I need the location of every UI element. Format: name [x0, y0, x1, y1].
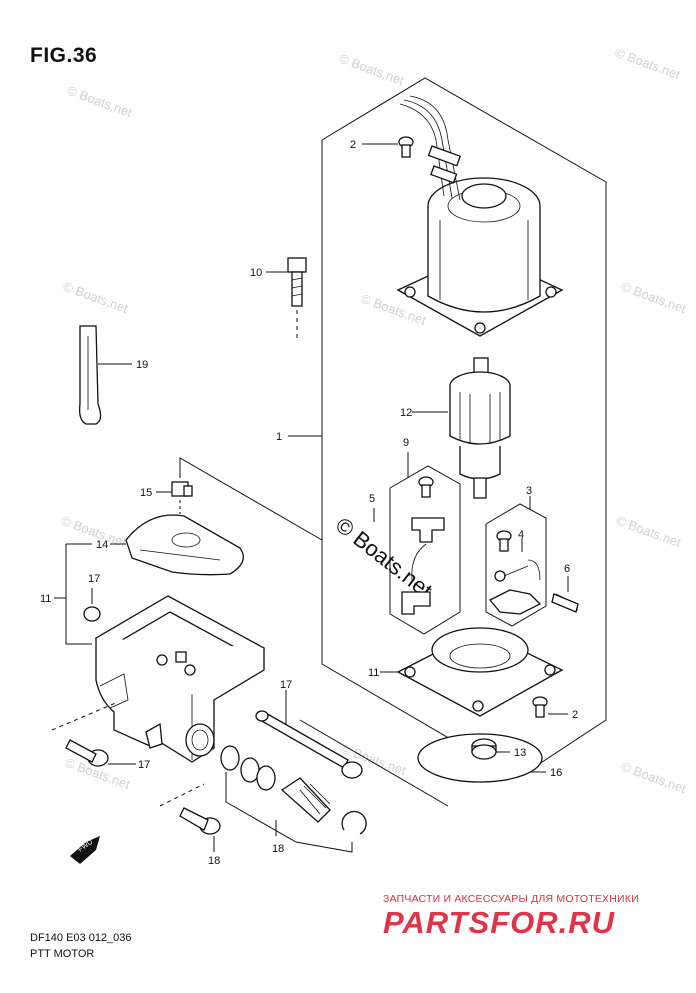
callout-19: 19 [136, 359, 148, 371]
callout-3: 3 [526, 485, 532, 497]
callout-13: 15 [140, 487, 152, 499]
callout-17: 18 [208, 855, 220, 867]
bolt-17-upper [65, 739, 109, 767]
end-cap-7 [396, 627, 564, 717]
spring-5 [551, 593, 579, 613]
bracket-18 [225, 772, 353, 853]
pump-base-11 [94, 595, 266, 763]
callout-10: 10 [250, 267, 262, 279]
figure-title: FIG.36 [30, 44, 98, 67]
callout-4: 4 [518, 529, 524, 541]
callout-8: 12 [400, 407, 412, 419]
bracket-11 [65, 544, 92, 645]
watermark-text: © Boats.net [337, 51, 407, 89]
callout-16: 17 [280, 679, 292, 691]
assembly-bracket-lower [179, 457, 323, 541]
armature-8 [449, 357, 511, 499]
bracket-6 [389, 465, 461, 635]
callout-7: 11 [368, 667, 379, 679]
callout-1: 1 [276, 431, 282, 443]
screw-2-top [398, 136, 414, 158]
assembly-bracket-1 [321, 77, 607, 771]
callout-2: 2 [572, 709, 578, 721]
screw-2-lower [532, 696, 548, 718]
watermark-text: © Boats.net [59, 513, 129, 551]
leader-line [51, 701, 119, 731]
pin-16 [255, 710, 363, 779]
callout-12: 14 [96, 539, 108, 551]
watermark-text: © Boats.net [613, 45, 683, 83]
bracket-3 [485, 503, 547, 627]
watermark-text: © Boats.net [65, 83, 135, 121]
cover-plate-12 [125, 514, 244, 576]
bracket-line [299, 719, 449, 807]
watermark-text: © Boats.net [61, 279, 131, 317]
figure-code: DF140 E03 012_036 [30, 932, 132, 944]
brush-plate-3 [488, 530, 542, 615]
o-ring-15 [83, 606, 101, 622]
watermark-text: © Boats.net [614, 513, 684, 551]
callout-15: 17 [88, 573, 100, 585]
strap-19 [78, 325, 102, 425]
clip-13 [171, 481, 193, 497]
callout-2: 2 [350, 139, 356, 151]
motor-housing [396, 177, 564, 337]
callout-18: 18 [272, 843, 284, 855]
fwd-arrow-icon: FWD [70, 836, 100, 864]
callout-5: 6 [564, 563, 570, 575]
seal-9 [471, 738, 497, 760]
callout-11: 11 [40, 593, 51, 605]
figure-subtitle: PTT MOTOR [30, 948, 95, 960]
callout-9: 13 [514, 747, 526, 759]
shop-brand: PARTSFOR.RU [383, 905, 616, 940]
shop-tagline: ЗАПЧАСТИ И АКСЕССУАРЫ ДЛЯ МОТОТЕХНИКИ [383, 893, 639, 905]
callout-6: 9 [403, 437, 409, 449]
leader-line [159, 783, 205, 807]
watermark-text: © Boats.net [619, 759, 689, 797]
callout-14: 16 [550, 767, 562, 779]
motor-wires [399, 95, 462, 201]
bolt-17-lower [179, 807, 221, 835]
watermark-text: © Boats.net [619, 279, 689, 317]
brush-holder-6 [401, 476, 445, 615]
bolt-10 [287, 257, 307, 307]
callout-17: 17 [138, 759, 150, 771]
valve-group-18 [220, 745, 367, 835]
callout-5: 5 [369, 493, 375, 505]
